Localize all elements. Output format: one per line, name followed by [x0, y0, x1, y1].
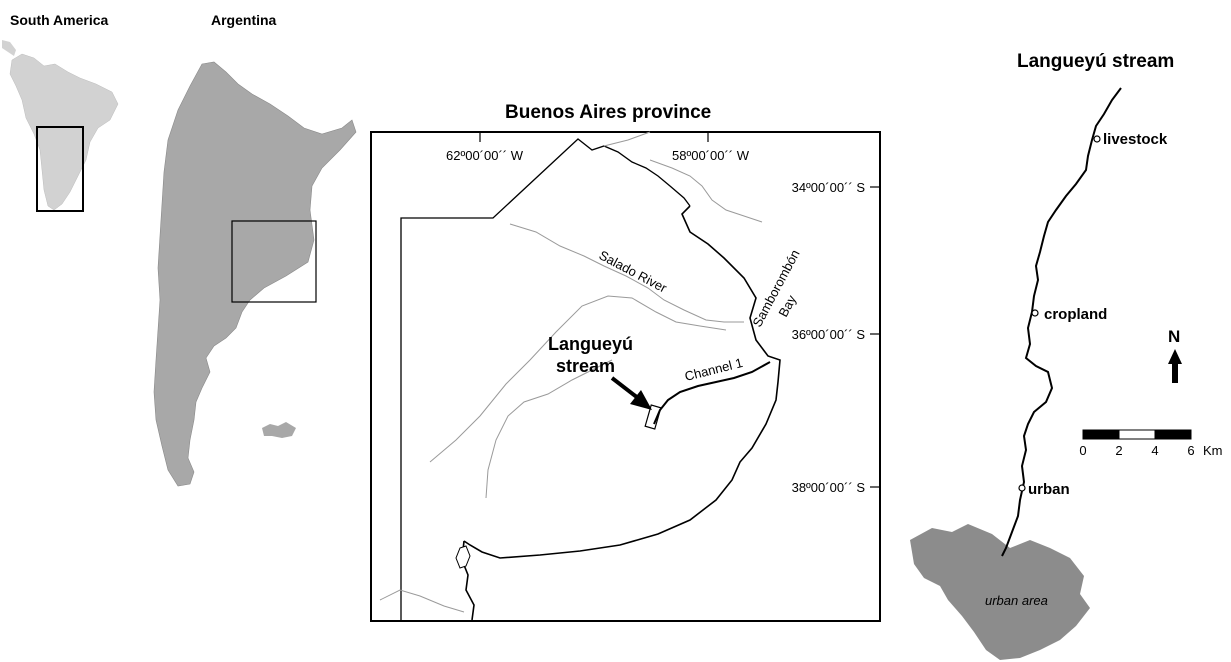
bahia-blanca-islands: [455, 545, 471, 569]
scale-bar-segment-1: [1082, 429, 1120, 440]
south-america-landmass: [9, 53, 119, 211]
salado-river-label: Salado River: [597, 247, 670, 296]
urban-area-polygon: [910, 524, 1090, 660]
langueyu-label-line1: Langueyú: [548, 334, 633, 354]
argentina-locator-box: [36, 126, 84, 212]
north-arrow-icon: [1168, 349, 1182, 383]
south-america-title: South America: [10, 12, 108, 28]
north-label: N: [1168, 327, 1180, 346]
scale-unit: Km: [1203, 443, 1223, 458]
langueyu-title: Langueyú stream: [1017, 51, 1174, 72]
langueyu-panel: Langueyú stream urban area livestock cro…: [910, 51, 1223, 660]
buenos-aires-panel: Buenos Aires province 62º00´00´´ W 58º00…: [370, 102, 881, 622]
stream-pointer-shaft: [610, 376, 640, 400]
longitude-label-58w: 58º00´00´´ W: [672, 148, 750, 163]
latitude-label-34s: 34º00´00´´ S: [792, 180, 866, 195]
tributary-west: [429, 295, 727, 463]
rivers: [379, 131, 763, 613]
latitude-label-38s: 38º00´00´´ S: [792, 480, 866, 495]
urban-area-label: urban area: [985, 593, 1048, 608]
scale-tick-0: 0: [1079, 443, 1086, 458]
samborombon-label: Samborombón: [749, 247, 802, 329]
scale-bar-segment-3: [1154, 429, 1192, 440]
stream-pointer-arrowhead: [630, 390, 652, 410]
argentina-title: Argentina: [211, 12, 277, 28]
scale-bar-segment-2: [1118, 429, 1156, 440]
channel-1-label: Channel 1: [683, 355, 744, 384]
argentina-panel: Argentina: [153, 12, 357, 487]
parana-river: [603, 131, 763, 223]
argentina-landmass: [153, 61, 357, 487]
site-urban-label: urban: [1028, 481, 1070, 498]
site-urban-marker: [1018, 484, 1026, 492]
channel-1: [653, 361, 771, 425]
malvinas-islands: [262, 422, 296, 438]
province-boundary-west: [400, 138, 691, 620]
scale-tick-6: 6: [1187, 443, 1194, 458]
south-america-panel: South America: [2, 12, 119, 212]
site-cropland-marker: [1031, 309, 1039, 317]
site-livestock-label: livestock: [1103, 131, 1168, 148]
salado-river: [509, 223, 744, 323]
central-america-strip: [2, 40, 16, 56]
latitude-label-36s: 36º00´00´´ S: [792, 327, 866, 342]
province-coastline: [463, 205, 781, 559]
river-southwest: [379, 589, 465, 613]
langueyu-stream-line: [1001, 87, 1122, 557]
buenos-aires-map-frame: [370, 131, 881, 622]
tributary-south: [485, 359, 613, 499]
scale-tick-4: 4: [1151, 443, 1158, 458]
scale-bar: 0 2 4 6 Km: [1079, 429, 1223, 458]
longitude-label-62w: 62º00´00´´ W: [446, 148, 524, 163]
langueyu-label-line2: stream: [556, 356, 615, 376]
buenos-aires-title: Buenos Aires province: [505, 102, 711, 123]
site-cropland-label: cropland: [1044, 306, 1107, 323]
scale-tick-2: 2: [1115, 443, 1122, 458]
site-livestock-marker: [1093, 135, 1101, 143]
buenos-aires-locator-box: [231, 220, 317, 303]
langueyu-study-box: [644, 404, 662, 430]
